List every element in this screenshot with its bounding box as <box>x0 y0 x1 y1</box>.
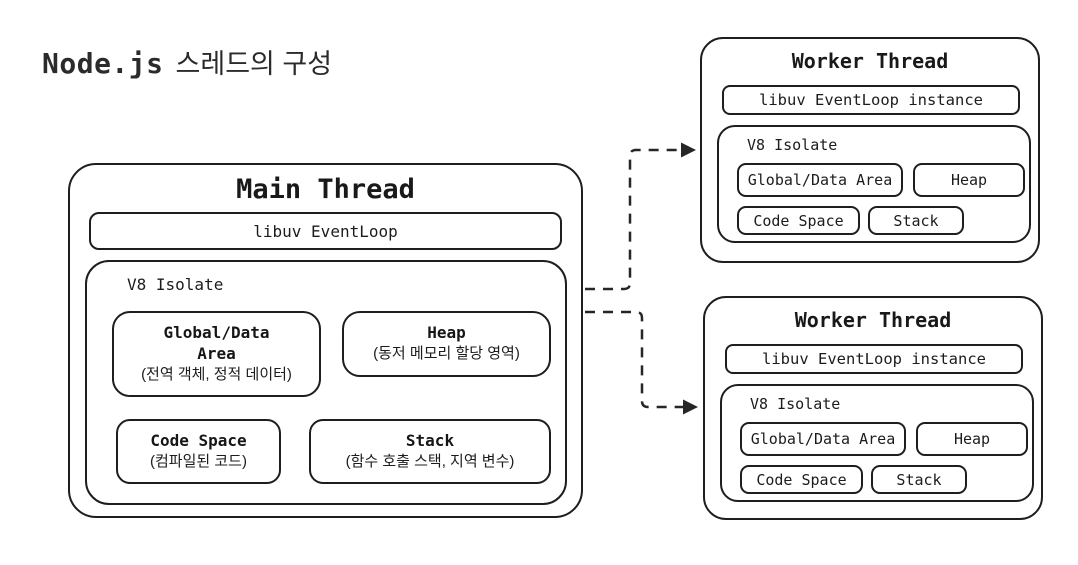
main-global-data-area-box: Global/Data Area (전역 객체, 정적 데이터) <box>112 311 321 397</box>
worker-2-global-data-area-box: Global/Data Area <box>740 422 906 456</box>
arrow-main-to-worker-1 <box>585 148 681 291</box>
worker-1-stack-box: Stack <box>868 206 964 235</box>
arrow-main-to-worker-2 <box>585 310 683 409</box>
heap-label: Heap <box>427 323 466 343</box>
worker-2-code-space-box: Code Space <box>740 465 863 494</box>
main-eventloop-box: libuv EventLoop <box>89 212 562 250</box>
page-title-korean: 스레드의 구성 <box>175 49 333 79</box>
worker-1-code-space-box: Code Space <box>737 206 860 235</box>
page-title-latin: Node.js <box>42 47 164 80</box>
main-heap-box: Heap (동저 메모리 할당 영역) <box>342 311 551 377</box>
main-thread-box: Main Thread libuv EventLoop V8 Isolate G… <box>68 163 583 518</box>
main-eventloop-label: libuv EventLoop <box>253 221 398 241</box>
code-space-caption: (컴파일된 코드) <box>150 452 247 470</box>
main-v8-isolate-box: V8 Isolate Global/Data Area (전역 객체, 정적 데… <box>85 260 567 505</box>
worker-2-heap-box: Heap <box>916 422 1028 456</box>
worker-1-eventloop-label: libuv EventLoop instance <box>759 91 983 109</box>
worker-1-global-data-area-box: Global/Data Area <box>737 163 903 197</box>
worker-thread-1-box: Worker Thread libuv EventLoop instance V… <box>700 37 1040 263</box>
worker-2-title: Worker Thread <box>794 308 952 332</box>
code-space-label: Code Space <box>150 430 247 450</box>
worker-1-v8-isolate-box: V8 Isolate Global/Data Area Heap Code Sp… <box>717 125 1031 243</box>
stack-label: Stack <box>405 430 455 450</box>
worker-1-eventloop-box: libuv EventLoop instance <box>722 85 1020 115</box>
main-code-space-box: Code Space (컴파일된 코드) <box>116 419 281 484</box>
worker-thread-2-box: Worker Thread libuv EventLoop instance V… <box>703 296 1043 520</box>
page-title: Node.js 스레드의 구성 <box>42 42 332 81</box>
main-v8-isolate-label: V8 Isolate <box>127 275 224 294</box>
arrowhead-worker-1-icon <box>681 142 696 158</box>
main-thread-title: Main Thread <box>236 174 415 205</box>
worker-1-title: Worker Thread <box>791 49 949 73</box>
arrowhead-worker-2-icon <box>683 399 698 415</box>
global-data-caption: (전역 객체, 정적 데이터) <box>141 365 292 383</box>
global-data-label-line1: Global/Data <box>163 323 270 343</box>
stack-caption: (함수 호출 스택, 지역 변수) <box>345 452 515 470</box>
worker-2-stack-box: Stack <box>871 465 967 494</box>
worker-2-eventloop-label: libuv EventLoop instance <box>762 350 986 368</box>
worker-2-v8-isolate-box: V8 Isolate Global/Data Area Heap Code Sp… <box>720 384 1034 502</box>
global-data-label-line2: Area <box>197 343 236 363</box>
worker-1-heap-box: Heap <box>913 163 1025 197</box>
worker-2-v8-isolate-label: V8 Isolate <box>750 395 841 413</box>
worker-1-v8-isolate-label: V8 Isolate <box>747 136 838 154</box>
heap-caption: (동저 메모리 할당 영역) <box>373 345 520 363</box>
main-stack-box: Stack (함수 호출 스택, 지역 변수) <box>309 419 551 484</box>
worker-2-eventloop-box: libuv EventLoop instance <box>725 344 1023 374</box>
